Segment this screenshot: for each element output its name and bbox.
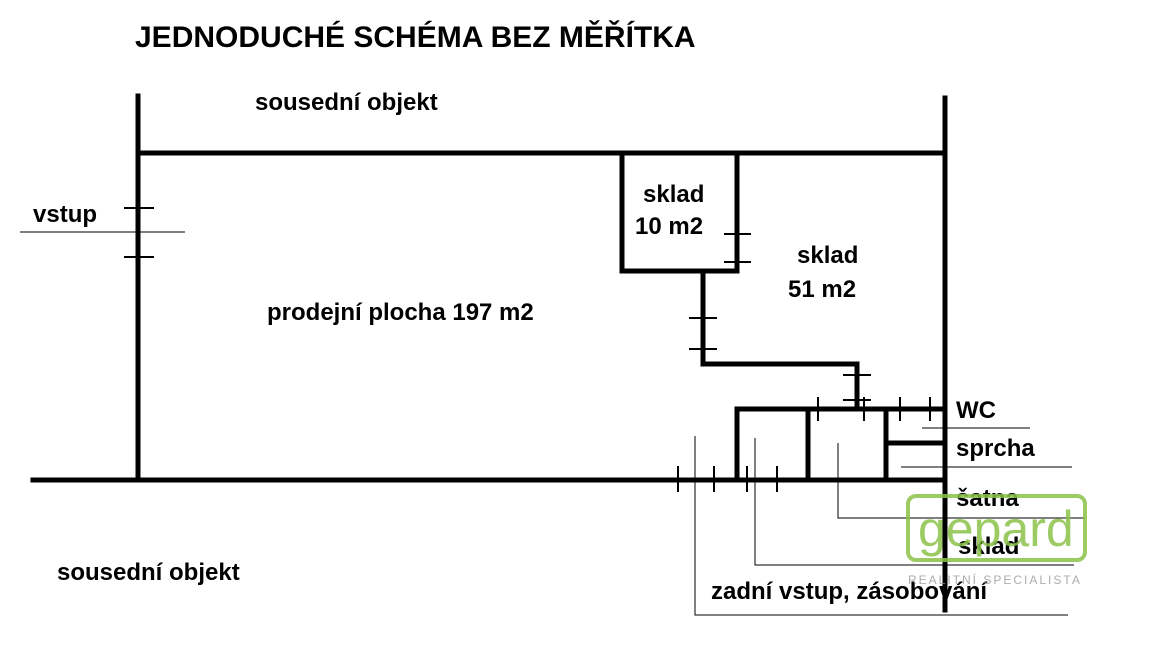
small-storage-walls bbox=[619, 152, 740, 274]
rear-storage-label: sklad bbox=[958, 533, 1019, 560]
sales-area-label: prodejní plocha 197 m2 bbox=[267, 299, 534, 326]
gepard-logo: gepard REALITNÍ SPECIALISTA bbox=[906, 494, 1087, 587]
entrance-label: vstup bbox=[33, 201, 97, 228]
neighbor-top-label: sousední objekt bbox=[255, 89, 438, 116]
neighbor-bottom-label: sousední objekt bbox=[57, 559, 240, 586]
logo-tagline: REALITNÍ SPECIALISTA bbox=[908, 572, 1082, 587]
wc-label: WC bbox=[956, 397, 996, 424]
door-markers bbox=[124, 207, 931, 492]
rear-entrance-leader bbox=[694, 436, 1068, 616]
small-storage-name: sklad bbox=[643, 181, 704, 208]
diagram-title: JEDNODUCHÉ SCHÉMA BEZ MĚŘÍTKA bbox=[135, 20, 696, 54]
changing-room-leader bbox=[837, 443, 1085, 519]
walls bbox=[30, 93, 948, 613]
large-storage-area: 51 m2 bbox=[788, 276, 856, 303]
rear-entrance-label: zadní vstup, zásobování bbox=[711, 578, 988, 605]
large-storage-name: sklad bbox=[797, 242, 858, 269]
logo-frame bbox=[906, 494, 1087, 562]
leader-lines bbox=[20, 231, 1085, 616]
rear-storage-leader bbox=[754, 438, 1074, 566]
shower-label: sprcha bbox=[956, 435, 1035, 462]
small-storage-area: 10 m2 bbox=[635, 213, 703, 240]
changing-room-label: šatna bbox=[956, 485, 1019, 512]
logo-name: gepard bbox=[918, 501, 1074, 557]
